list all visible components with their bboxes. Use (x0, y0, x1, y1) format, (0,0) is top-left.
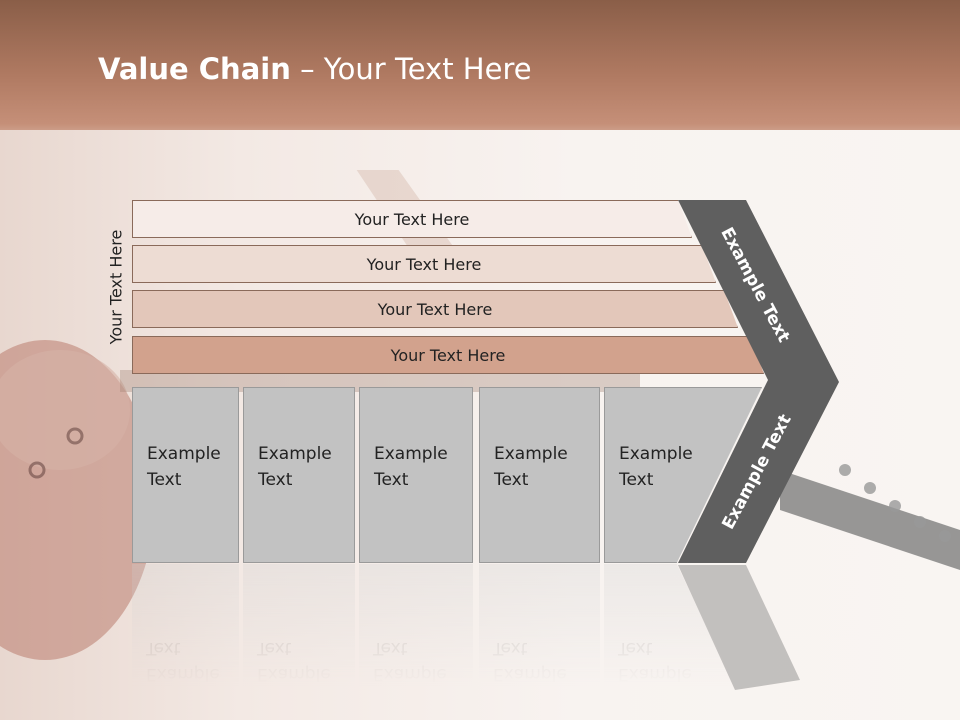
box-2-line2: Text (258, 470, 293, 490)
box-reflection-4-line1: Example (493, 664, 567, 684)
page-title: Value Chain – Your Text Here (98, 52, 532, 86)
box-4-line2: Text (494, 470, 529, 490)
box-5-line2: Text (619, 470, 654, 490)
box-5-line1: Example (619, 444, 693, 464)
box-3-line2: Text (374, 470, 409, 490)
title-rest: – Your Text Here (290, 52, 532, 86)
box-reflection-1-line2: Text (146, 638, 181, 658)
box-2-line1: Example (258, 444, 332, 464)
box-reflection-2-line1: Example (257, 664, 331, 684)
box-reflection-3-line2: Text (373, 638, 408, 658)
bar-2: Your Text Here (132, 245, 716, 283)
chevron-bottom-reflection (678, 565, 800, 690)
box-3-line1: Example (374, 444, 448, 464)
chevron-top (678, 200, 839, 382)
box-reflection-1: Example Text (132, 564, 239, 714)
box-reflection-5: Example Text (604, 564, 762, 714)
box-reflection-4-line2: Text (493, 638, 528, 658)
box-4-line1: Example (494, 444, 568, 464)
box-1-line2: Text (147, 470, 182, 490)
box-reflection-5-line2: Text (618, 638, 653, 658)
box-reflection-3-line1: Example (373, 664, 447, 684)
bar-4: Your Text Here (132, 336, 764, 374)
box-reflection-2: Example Text (243, 564, 355, 714)
box-reflection-3: Example Text (359, 564, 473, 714)
box-1-line1: Example (147, 444, 221, 464)
chevron-bottom (678, 382, 839, 563)
box-reflection-4: Example Text (479, 564, 600, 714)
box-reflection-2-line2: Text (257, 638, 292, 658)
box-reflection-1-line1: Example (146, 664, 220, 684)
bar-1: Your Text Here (132, 200, 692, 238)
title-bold: Value Chain (98, 52, 291, 86)
bar-3: Your Text Here (132, 290, 738, 328)
box-reflection-5-line1: Example (618, 664, 692, 684)
